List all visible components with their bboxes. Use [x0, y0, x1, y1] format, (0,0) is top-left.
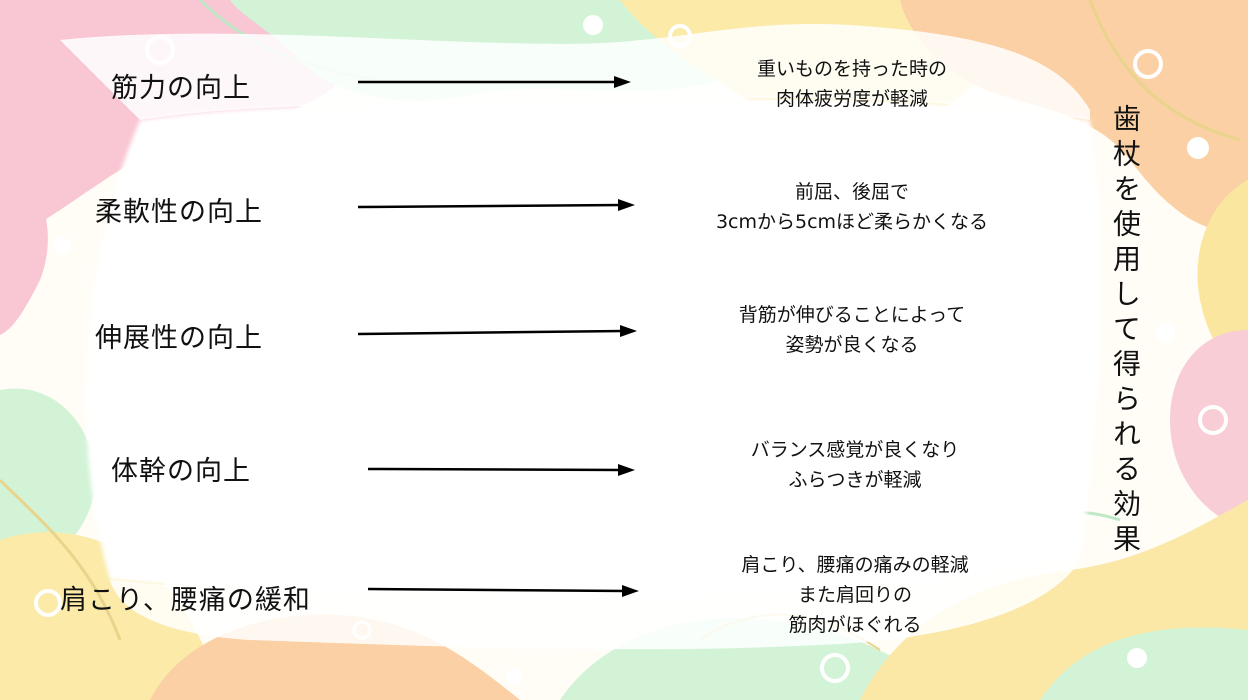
effect-line: 重いものを持った時の [756, 58, 947, 80]
effect-line: 前屈、後屈で [794, 181, 909, 203]
effect-line: 姿勢が良くなる [785, 334, 919, 356]
benefit-label-3: 伸展性の向上 [95, 323, 263, 354]
effect-line: バランス感覚が良くなり [750, 439, 960, 461]
benefit-label-4: 体幹の向上 [111, 456, 251, 487]
arrow-right-icon [367, 464, 635, 476]
benefit-effect-2: 前屈、後屈で 3cmから5cmほど柔らかくなる [672, 177, 1032, 237]
effect-line: 肉体疲労度が軽減 [775, 88, 928, 110]
effect-line: 3cmから5cmほど柔らかくなる [715, 211, 989, 233]
arrow-right-icon [367, 585, 639, 597]
effect-line: 肩こり、腰痛の痛みの軽減 [741, 554, 969, 576]
benefit-effect-3: 背筋が伸びることによって 姿勢が良くなる [672, 300, 1032, 360]
arrow-right-icon [358, 76, 631, 88]
slide-title: 歯杖を使用して得られる効果 [1109, 104, 1142, 559]
benefit-effect-5: 肩こり、腰痛の痛みの軽減 また肩回りの 筋肉がほぐれる [675, 550, 1035, 640]
effect-line: また肩回りの [797, 584, 912, 606]
effect-line: ふらつきが軽減 [788, 469, 922, 491]
effect-line: 筋肉がほぐれる [788, 614, 922, 636]
effect-line: 背筋が伸びることによって [738, 304, 966, 326]
benefit-effect-4: バランス感覚が良くなり ふらつきが軽減 [675, 435, 1035, 495]
benefit-effect-1: 重いものを持った時の 肉体疲労度が軽減 [672, 54, 1032, 114]
arrow-right-icon [357, 325, 637, 337]
arrow-right-icon [357, 199, 635, 211]
benefit-label-5: 肩こり、腰痛の緩和 [60, 585, 311, 616]
benefit-label-1: 筋力の向上 [111, 73, 251, 104]
benefit-label-2: 柔軟性の向上 [95, 197, 263, 228]
